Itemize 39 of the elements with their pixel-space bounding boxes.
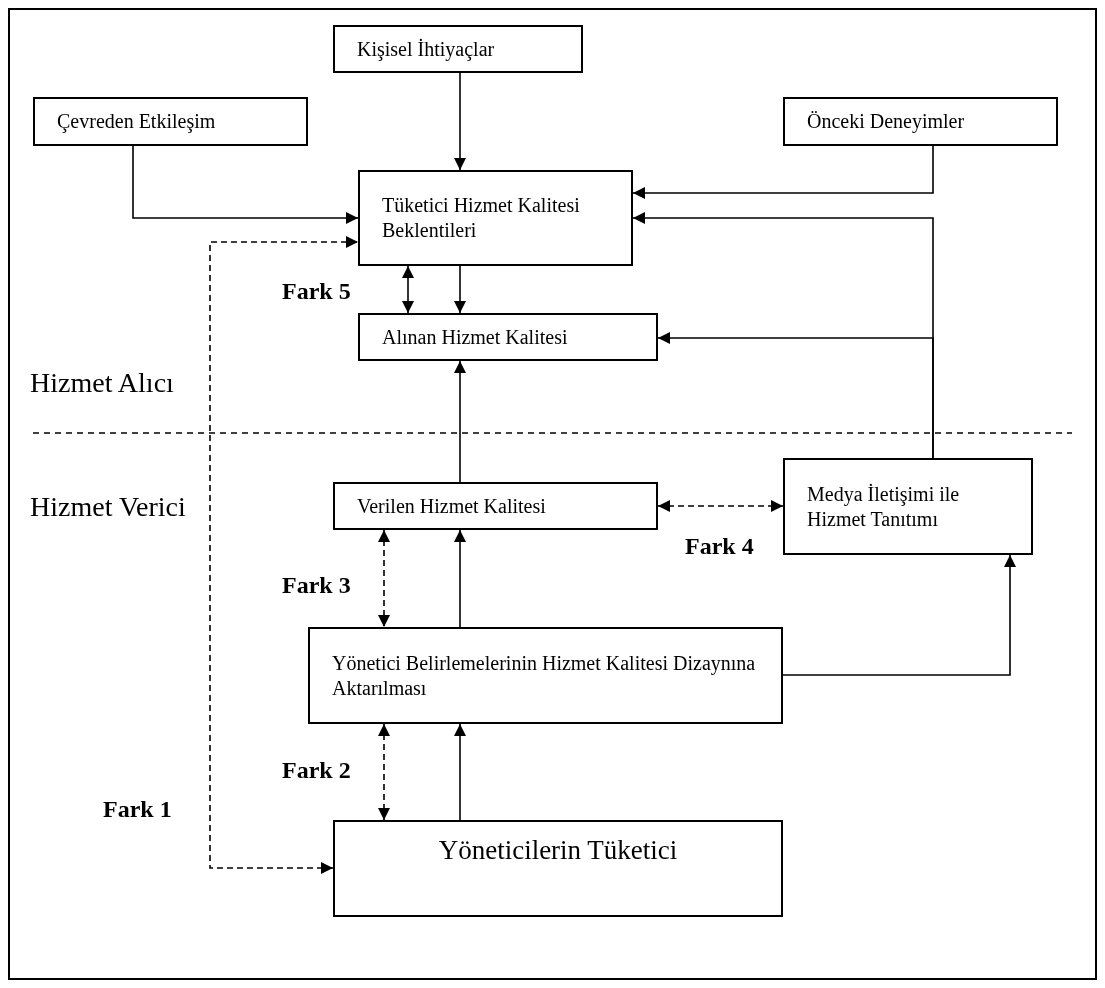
edge-label: Fark 2 — [282, 757, 351, 784]
arrow — [402, 265, 414, 314]
box-text: Medya İletişimi ile Hizmet Tanıtımı — [807, 481, 961, 532]
arrow — [454, 72, 466, 171]
arrow — [454, 360, 466, 483]
box-text: Yöneticilerin Tüketici — [438, 834, 678, 867]
arrow — [657, 332, 934, 459]
edge-label: Fark 4 — [685, 533, 754, 560]
process-box — [33, 97, 308, 146]
process-box — [333, 25, 583, 73]
arrow — [209, 236, 359, 874]
arrow — [378, 529, 390, 628]
arrow — [454, 723, 466, 821]
edge-label: Fark 3 — [282, 572, 351, 599]
process-box — [333, 820, 783, 917]
process-box — [358, 313, 658, 361]
arrow — [454, 265, 466, 314]
box-text: Yönetici Belirlemelerinin Hizmet Kalitesi Dizaynına Aktarılması — [332, 650, 757, 701]
arrow — [632, 145, 934, 199]
edge-label: Fark 5 — [282, 278, 351, 305]
arrow — [657, 500, 784, 512]
process-box — [358, 170, 633, 266]
box-text: Kişisel İhtiyaçlar — [357, 36, 495, 62]
side-label: Hizmet Verici — [30, 491, 186, 523]
box-text: Tüketici Hizmet Kalitesi Beklentileri — [382, 193, 581, 243]
box-text: Önceki Deneyimler — [807, 109, 965, 134]
edge-label: Fark 1 — [103, 796, 172, 823]
arrow — [454, 529, 466, 628]
process-box — [783, 458, 1033, 555]
process-box — [783, 97, 1058, 146]
arrow — [378, 723, 390, 821]
box-text: Çevreden Etkileşim — [57, 109, 216, 134]
arrow — [132, 145, 359, 224]
box-text: Alınan Hizmet Kalitesi — [382, 324, 568, 350]
box-text: Verilen Hizmet Kalitesi — [357, 493, 546, 519]
process-box — [308, 627, 783, 724]
arrow — [782, 554, 1016, 676]
process-box — [333, 482, 658, 530]
side-label: Hizmet Alıcı — [30, 367, 174, 399]
